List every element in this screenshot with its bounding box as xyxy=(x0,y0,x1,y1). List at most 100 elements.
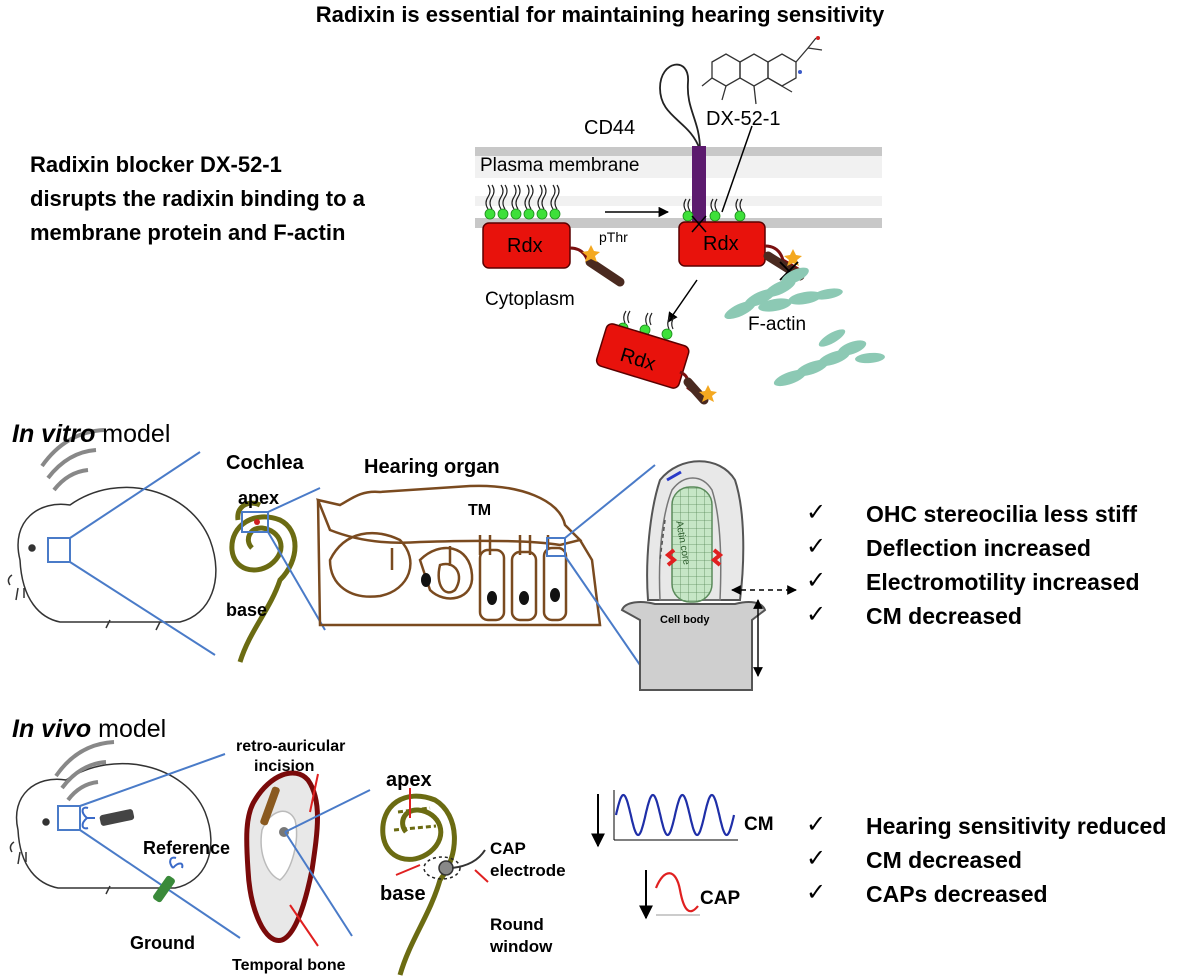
zoom-line-4 xyxy=(267,531,326,631)
cap-trace-label: CAP xyxy=(700,888,741,909)
cochlea-zoom-box xyxy=(241,511,269,533)
intro-text: Radixin blocker DX-52-1 disrupts the rad… xyxy=(30,148,365,250)
cochlea-spiral-vivo xyxy=(380,793,457,976)
base-pointer-vivo xyxy=(395,864,421,876)
figure-title: Radixin is essential for maintaining hea… xyxy=(315,2,885,27)
round-window-label-1: Round xyxy=(490,915,544,934)
rdx-left xyxy=(482,222,571,269)
rdx-released xyxy=(595,323,690,389)
zoom-line-10 xyxy=(284,831,353,937)
incision-label-1: retro-auricular xyxy=(236,738,346,755)
cell-nuclei xyxy=(421,573,560,605)
cytoplasm-label: Cytoplasm xyxy=(485,289,575,310)
apex-label: apex xyxy=(238,488,280,508)
rdx-released-group xyxy=(595,310,717,405)
dissociation-arrow xyxy=(667,279,698,323)
zoom-line-7 xyxy=(79,753,226,807)
rdx-left-tail xyxy=(585,257,625,287)
vivo-result-3: CAPs decreased xyxy=(866,881,1048,907)
dx521-pointer xyxy=(721,125,753,213)
intro-line-1: Radixin blocker DX-52-1 xyxy=(30,152,282,177)
incision-label-2: incision xyxy=(254,758,315,775)
membrane-inner-band xyxy=(475,156,882,178)
rdx-left-label: Rdx xyxy=(507,235,543,257)
vivo-check-2: ✓ xyxy=(806,845,827,872)
rdx-right xyxy=(678,221,766,267)
vitro-check-2: ✓ xyxy=(806,533,827,560)
vitro-result-3: Electromotility increased xyxy=(866,569,1140,595)
factin-label: F-actin xyxy=(748,314,807,335)
plasma-membrane-label: Plasma membrane xyxy=(480,155,640,176)
zoom-line-9 xyxy=(284,789,371,833)
reference-electrode-wire xyxy=(81,806,95,830)
vivo-result-1: Hearing sensitivity reduced xyxy=(866,813,1167,839)
base-label: base xyxy=(226,600,268,620)
reference-label: Reference xyxy=(143,838,231,858)
vivo-check-1: ✓ xyxy=(806,811,827,838)
ground-label: Ground xyxy=(130,933,195,953)
guinea-pig-icon-vivo xyxy=(9,762,212,897)
in-vivo-heading-italic: In vivo xyxy=(12,715,92,743)
apex-label-vivo: apex xyxy=(386,769,432,791)
vitro-result-4: CM decreased xyxy=(866,603,1022,629)
in-vitro-heading-rest: model xyxy=(95,420,171,448)
ear-zoom-box-vivo xyxy=(57,805,81,831)
base-label-vivo: base xyxy=(380,883,426,905)
zoom-line-8 xyxy=(79,829,241,939)
vitro-check-3: ✓ xyxy=(806,567,827,594)
membrane-lower-band xyxy=(475,196,882,206)
actin-core xyxy=(671,486,713,603)
in-vivo-panel xyxy=(9,740,738,976)
apex-marker xyxy=(254,519,260,525)
in-vitro-panel xyxy=(7,428,797,691)
in-vivo-heading-rest: model xyxy=(91,715,167,743)
hearing-organ-drawing xyxy=(315,484,602,627)
vitro-check-4: ✓ xyxy=(806,601,827,628)
zoom-line-5 xyxy=(564,464,656,539)
rdx-right-linker xyxy=(764,244,801,272)
dx521-label: DX-52-1 xyxy=(706,108,781,130)
cochlea-label: Cochlea xyxy=(226,452,304,474)
tip-link-marker xyxy=(666,470,682,482)
intro-line-3: membrane protein and F-actin xyxy=(30,220,346,245)
cell-body-shape xyxy=(620,601,767,691)
lipid-cluster-right xyxy=(682,198,746,222)
in-vitro-heading: In vitro model xyxy=(12,420,170,449)
intro-line-2: disrupts the radixin binding to a xyxy=(30,186,365,211)
vivo-result-2: CM decreased xyxy=(866,847,1022,873)
mechanism-panel xyxy=(475,36,885,405)
incision-retractor xyxy=(260,786,280,826)
round-window-pointer xyxy=(474,869,489,883)
cm-trace-label: CM xyxy=(744,814,774,835)
ohc-zoom-box xyxy=(546,537,566,557)
ground-electrode xyxy=(153,875,175,903)
rdx-right-label: Rdx xyxy=(703,233,739,255)
cd44-loop xyxy=(659,63,701,151)
in-vitro-heading-italic: In vitro xyxy=(12,420,96,448)
zoom-line-2 xyxy=(69,561,216,656)
incision-pointer xyxy=(309,773,319,813)
vivo-check-3: ✓ xyxy=(806,879,827,906)
zoom-line-6 xyxy=(564,555,641,666)
cap-electrode-label-1: CAP xyxy=(490,839,526,858)
cochlea-spiral xyxy=(229,500,298,663)
cap-electrode-tip xyxy=(438,860,454,876)
temporal-bone-label: Temporal bone xyxy=(232,957,346,974)
zoom-line-3 xyxy=(267,487,321,513)
cd44-label: CD44 xyxy=(584,117,636,139)
hearing-organ-label: Hearing organ xyxy=(364,456,500,478)
cap-waveform xyxy=(654,872,699,913)
cm-waveform xyxy=(614,793,736,837)
cell-body-label: Cell body xyxy=(660,614,710,626)
round-window-label-2: window xyxy=(490,937,553,956)
vitro-check-1: ✓ xyxy=(806,499,827,526)
rdx-released-tail xyxy=(683,377,709,405)
temporal-bone-pointer xyxy=(289,904,319,947)
round-window-circle xyxy=(423,856,461,880)
dx521-molecule-icon xyxy=(701,36,823,105)
sound-wave-icon-vivo xyxy=(54,740,115,802)
factin-filament-1 xyxy=(724,267,843,320)
factin-filament-2 xyxy=(773,329,885,387)
guinea-pig-icon xyxy=(7,486,217,631)
